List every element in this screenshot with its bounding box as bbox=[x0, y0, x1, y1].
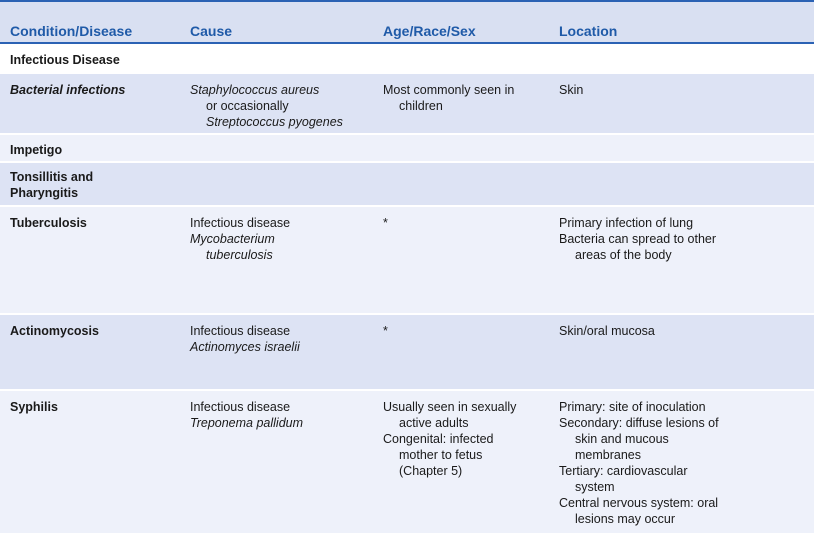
demographics-cell: Usually seen in sexually active adults C… bbox=[383, 399, 553, 479]
condition-text: Actinomycosis bbox=[10, 324, 99, 338]
header-location: Location bbox=[559, 23, 618, 39]
location-text: Primary infection of lung bbox=[559, 216, 694, 230]
table-header: Condition/Disease Cause Age/Race/Sex Loc… bbox=[0, 0, 814, 44]
demographics-cell: * bbox=[383, 215, 553, 231]
table-row: Impetigo bbox=[0, 135, 814, 163]
demographics-cell: * bbox=[383, 323, 553, 339]
demographics-text: mother to fetus bbox=[399, 448, 483, 462]
location-text: Primary: site of inoculation bbox=[559, 400, 706, 414]
cause-cell: Infectious disease Mycobacterium tubercu… bbox=[190, 215, 375, 263]
condition-cell: Infectious Disease bbox=[10, 52, 180, 68]
cause-text: Mycobacterium bbox=[190, 232, 275, 246]
cause-text: Actinomyces israelii bbox=[190, 340, 300, 354]
condition-text: Tuberculosis bbox=[10, 216, 87, 230]
condition-cell: Tuberculosis bbox=[10, 215, 180, 231]
condition-text: Infectious Disease bbox=[10, 53, 120, 67]
location-text: Skin/oral mucosa bbox=[559, 324, 655, 338]
demographics-text: * bbox=[383, 324, 388, 338]
demographics-text: active adults bbox=[399, 416, 469, 430]
condition-text: Impetigo bbox=[10, 143, 63, 157]
location-cell: Primary infection of lung Bacteria can s… bbox=[559, 215, 809, 263]
location-text: Tertiary: cardiovascular bbox=[559, 464, 688, 478]
table-row: Syphilis Infectious disease Treponema pa… bbox=[0, 391, 814, 535]
condition-text: Bacterial infections bbox=[10, 83, 126, 97]
table-row: Actinomycosis Infectious disease Actinom… bbox=[0, 315, 814, 391]
cause-text: Treponema pallidum bbox=[190, 416, 304, 430]
condition-cell: Tonsillitis and Pharyngitis bbox=[10, 169, 180, 201]
location-text: Bacteria can spread to other bbox=[559, 232, 717, 246]
table-row: Tonsillitis and Pharyngitis bbox=[0, 163, 814, 207]
table-row: Bacterial infections Staphylococcus aure… bbox=[0, 74, 814, 135]
location-text: Secondary: diffuse lesions of bbox=[559, 416, 719, 430]
condition-cell: Syphilis bbox=[10, 399, 180, 415]
table-row: Tuberculosis Infectious disease Mycobact… bbox=[0, 207, 814, 315]
demographics-text: * bbox=[383, 216, 388, 230]
cause-cell: Infectious disease Treponema pallidum bbox=[190, 399, 375, 431]
location-text: Central nervous system: oral bbox=[559, 496, 719, 510]
condition-cell: Actinomycosis bbox=[10, 323, 180, 339]
header-condition: Condition/Disease bbox=[10, 23, 133, 39]
condition-cell: Impetigo bbox=[10, 142, 180, 158]
table-row: Infectious Disease bbox=[0, 44, 814, 74]
cause-text: Infectious disease bbox=[190, 324, 291, 338]
location-text: lesions may occur bbox=[575, 512, 676, 526]
location-cell: Skin/oral mucosa bbox=[559, 323, 809, 339]
header-cause: Cause bbox=[190, 23, 233, 39]
location-cell: Skin bbox=[559, 82, 809, 98]
condition-text: Tonsillitis and bbox=[10, 170, 94, 184]
location-text: areas of the body bbox=[575, 248, 672, 262]
demographics-text: Most commonly seen in bbox=[383, 83, 515, 97]
location-text: system bbox=[575, 480, 615, 494]
header-age-race-sex: Age/Race/Sex bbox=[383, 23, 476, 39]
demographics-text: (Chapter 5) bbox=[399, 464, 463, 478]
location-text: skin and mucous bbox=[575, 432, 669, 446]
cause-text: Infectious disease bbox=[190, 216, 291, 230]
demographics-text: Congenital: infected bbox=[383, 432, 494, 446]
cause-text: Infectious disease bbox=[190, 400, 291, 414]
location-cell: Primary: site of inoculation Secondary: … bbox=[559, 399, 809, 527]
location-text: membranes bbox=[575, 448, 641, 462]
cause-cell: Infectious disease Actinomyces israelii bbox=[190, 323, 375, 355]
condition-text: Syphilis bbox=[10, 400, 58, 414]
demographics-text: children bbox=[399, 99, 443, 113]
cause-cell: Staphylococcus aureus or occasionally St… bbox=[190, 82, 375, 130]
demographics-text: Usually seen in sexually bbox=[383, 400, 517, 414]
demographics-cell: Most commonly seen in children bbox=[383, 82, 553, 114]
condition-cell: Bacterial infections bbox=[10, 82, 180, 98]
cause-text: or occasionally bbox=[206, 99, 289, 113]
cause-text: Streptococcus pyogenes bbox=[206, 115, 343, 129]
location-text: Skin bbox=[559, 83, 584, 97]
cause-text: Staphylococcus aureus bbox=[190, 83, 320, 97]
condition-text: Pharyngitis bbox=[10, 186, 79, 200]
cause-text: tuberculosis bbox=[206, 248, 273, 262]
